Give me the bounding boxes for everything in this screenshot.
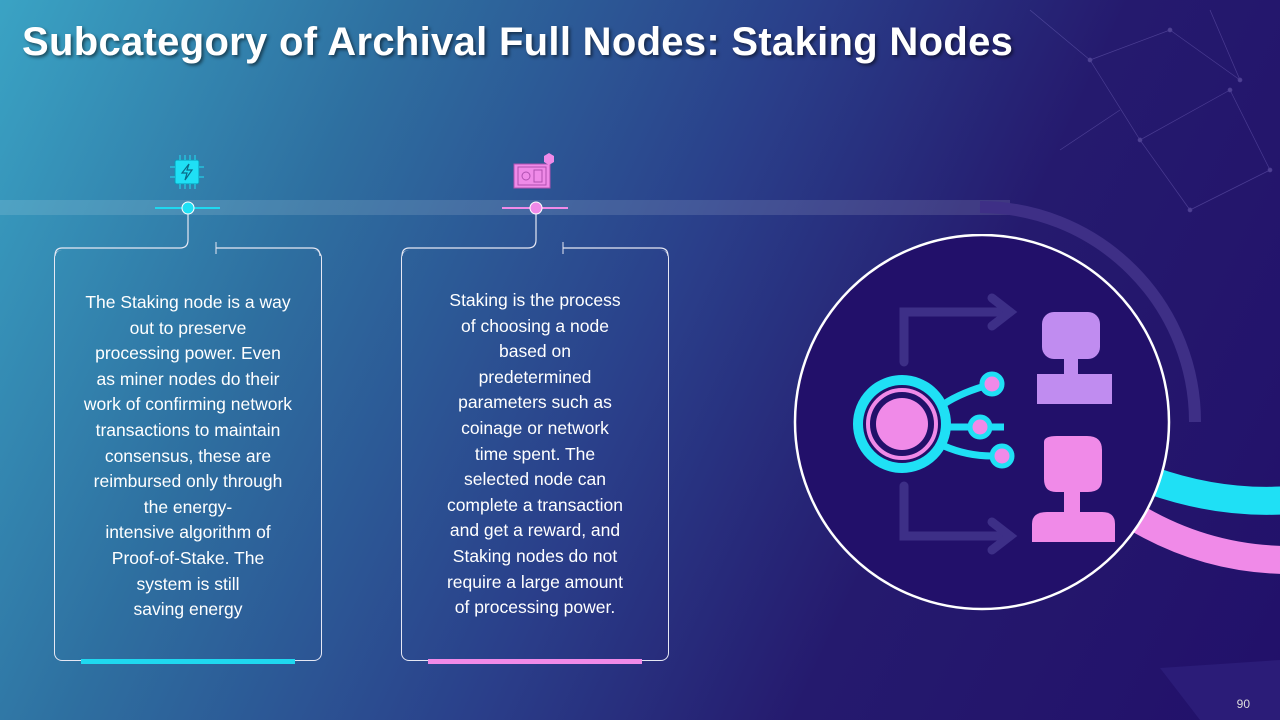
text-line: require a large amount [446, 571, 624, 592]
text-line: predetermined [478, 366, 592, 387]
text-line: coinage or network [461, 417, 609, 438]
text-line: processing power. Even [95, 343, 281, 364]
text-line: reimbursed only through [93, 471, 283, 492]
card-text: Staking is the process of choosing a node… [402, 288, 668, 621]
page-number: 90 [1236, 697, 1250, 711]
text-line: out to preserve [129, 317, 247, 338]
text-line: based on [498, 341, 571, 362]
text-line: selected node can [463, 469, 607, 490]
text-line: consensus, these are [104, 445, 272, 466]
card-text: The Staking node is a way out to preserve… [55, 290, 321, 623]
card-accent-bar [81, 659, 295, 664]
text-line: transactions to maintain [95, 419, 281, 440]
text-line: The Staking node is a way [85, 292, 291, 312]
info-card-power: The Staking node is a way out to preserve… [54, 250, 322, 664]
text-line: complete a transaction [446, 494, 624, 515]
text-line: saving energy [133, 599, 243, 620]
text-line: and get a reward, and [449, 520, 621, 541]
text-line: of choosing a node [461, 315, 609, 336]
page-title: Subcategory of Archival Full Nodes: Stak… [22, 20, 1014, 64]
processor-energy-icon [170, 155, 204, 189]
text-line: time spent. The [474, 443, 596, 464]
text-line: Staking is the process [449, 290, 621, 310]
text-line: Proof-of-Stake. The [111, 547, 265, 568]
network-mesh-decoration [1029, 9, 1273, 213]
text-line: Staking nodes do not [452, 545, 618, 566]
info-card-staking: Staking is the process of choosing a node… [401, 250, 669, 664]
text-line: work of confirming network [83, 394, 293, 415]
text-line: of processing power. [454, 597, 616, 618]
user-icon [1037, 312, 1112, 404]
text-line: parameters such as [458, 392, 612, 413]
safe-vault-icon [513, 153, 554, 189]
card-accent-bar [428, 659, 642, 664]
user-icon [1032, 436, 1115, 542]
text-line: as miner nodes do their [96, 368, 280, 389]
node-selection-illustration [793, 234, 1171, 611]
text-line: the energy- [143, 496, 233, 517]
text-line: intensive algorithm of [105, 522, 271, 543]
text-line: system is still [136, 573, 240, 594]
